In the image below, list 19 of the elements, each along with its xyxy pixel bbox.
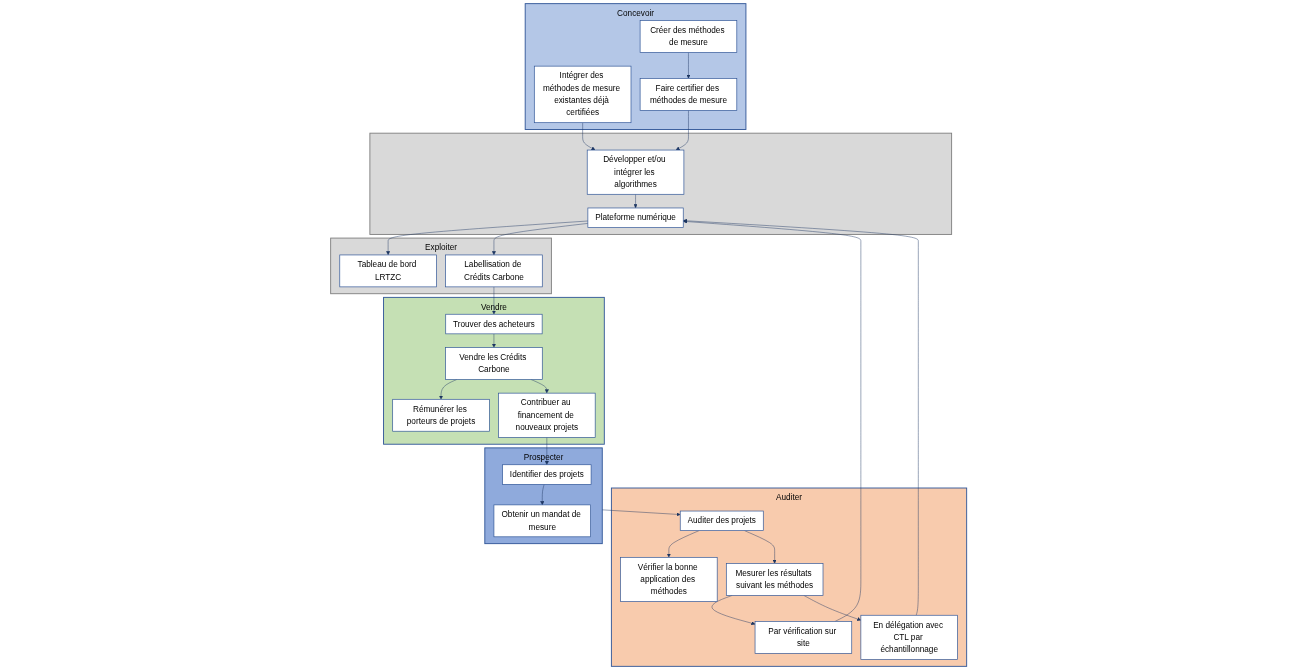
node-box: Développer et/ou intégrer les algorithmes bbox=[586, 149, 685, 195]
node-box: Rémunérer les porteurs de projets bbox=[392, 398, 490, 432]
node-box: Identifier des projets bbox=[502, 464, 592, 485]
node-box: Intégrer des méthodes de mesure existantes déjà certifiées bbox=[533, 65, 632, 124]
node-box: Par vérification sur site bbox=[754, 621, 852, 654]
node-box: Faire certifier des méthodes de mesure bbox=[639, 78, 737, 111]
node-box: Vérifier la bonne application des méthodes bbox=[620, 557, 718, 602]
node-box: Tableau de bord LRTZC bbox=[339, 254, 437, 288]
node-box: Trouver des acheteurs bbox=[445, 313, 543, 335]
node-box: Mesurer les résultats suivant les méthodes bbox=[725, 563, 824, 596]
node-box: Vendre les Crédits Carbone bbox=[445, 347, 543, 380]
node-box: Plateforme numérique bbox=[587, 207, 684, 228]
node-box: Contribuer au financement de nouveaux projets bbox=[498, 392, 596, 438]
node-box: Labellisation de Crédits Carbone bbox=[445, 254, 543, 288]
node-box: En délégation avec CTL par échantillonnage bbox=[860, 614, 958, 660]
node-box: Créer des méthodes de mesure bbox=[639, 20, 737, 53]
node-box: Auditer des projets bbox=[679, 510, 764, 531]
cluster bbox=[369, 132, 952, 235]
node-box: Obtenir un mandat de mesure bbox=[493, 504, 591, 538]
